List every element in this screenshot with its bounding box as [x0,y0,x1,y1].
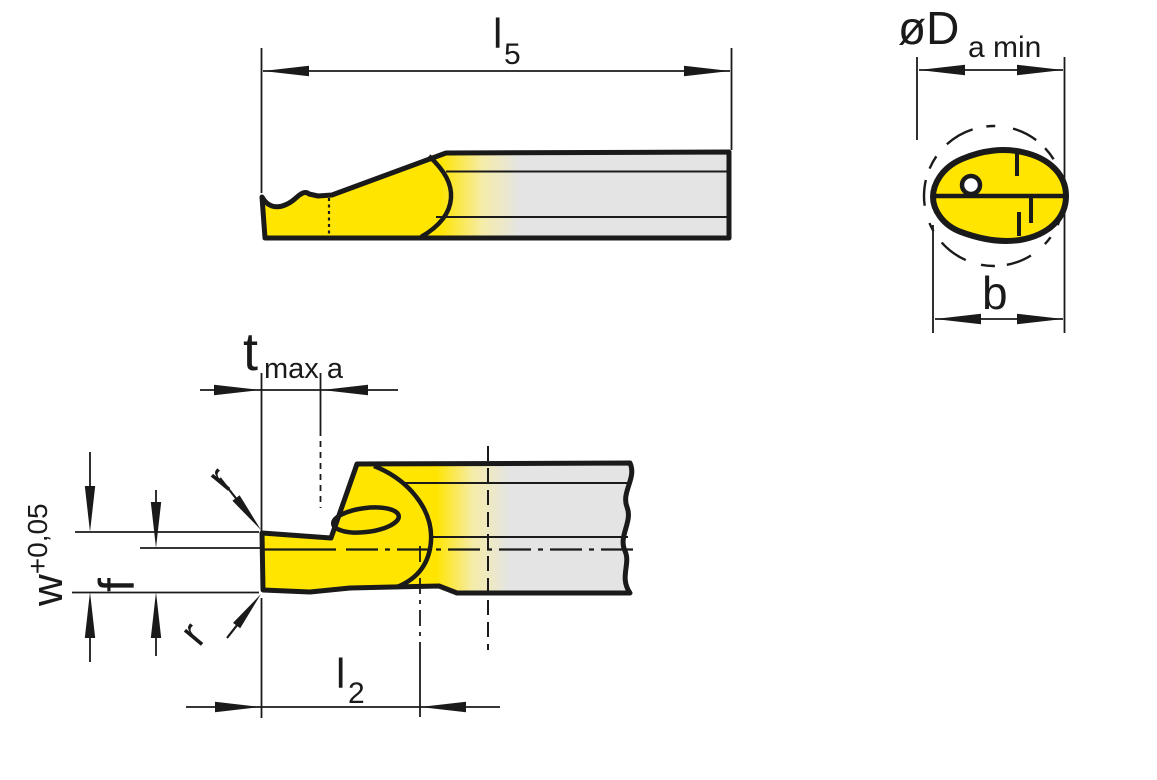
cutting-head-detail-view [259,446,635,650]
label-f: f [89,578,145,592]
arrowhead-right [322,384,368,396]
label-l5-subscript: 5 [504,38,521,71]
dimension-l2: l 2 [186,546,500,718]
insert-pocket-arc [373,463,434,590]
side-elevation-view [259,149,732,241]
label-t-subscript: max a [264,353,344,385]
arrowhead-down [84,486,96,532]
chipbreaker-pocket [330,505,402,535]
label-l5: l [493,10,502,57]
label-l2-subscript: 2 [348,677,365,710]
dimension-f: f [89,490,260,656]
arrowhead-right [1017,64,1063,76]
braze-boundary-arc [419,154,454,239]
label-r-top: r [197,458,242,499]
dimension-w: w+0,05 [22,452,259,662]
arrowhead-left [215,701,261,713]
label-w-base: w [23,574,72,607]
dimension-l5: l 5 [260,10,733,193]
label-w-superscript: +0,05 [22,503,53,574]
dimension-da-min: øD a min [898,2,1066,333]
arrowhead-down [150,502,162,548]
tool-body-outline [259,149,732,241]
label-t: t [243,322,258,382]
label-da-subscript: a min [968,31,1041,64]
arrowhead-left [935,313,981,325]
label-w: w+0,05 [22,503,72,607]
coolant-hole [959,173,983,197]
arrowhead-right [420,701,466,713]
dimension-b: b [932,225,1063,333]
arrowhead-left [263,65,309,77]
label-b: b [982,267,1008,319]
label-r-bottom: r [170,613,215,654]
label-da: øD [898,2,959,54]
radius-callout-bottom: r [170,594,261,654]
bore-cross-section-view [922,124,1070,268]
arrowhead-left [919,64,965,76]
arrowhead-right [684,65,730,77]
radius-callout-top: r [197,458,261,530]
arrowhead-up [150,592,162,638]
dimension-t-max-a: t max a [200,322,398,531]
arrowhead-left [214,384,260,396]
label-l2: l [336,650,345,697]
arrowhead [232,495,261,530]
arrowhead-up [84,592,96,638]
arrowhead [233,594,261,629]
arrowhead-right [1017,313,1063,325]
